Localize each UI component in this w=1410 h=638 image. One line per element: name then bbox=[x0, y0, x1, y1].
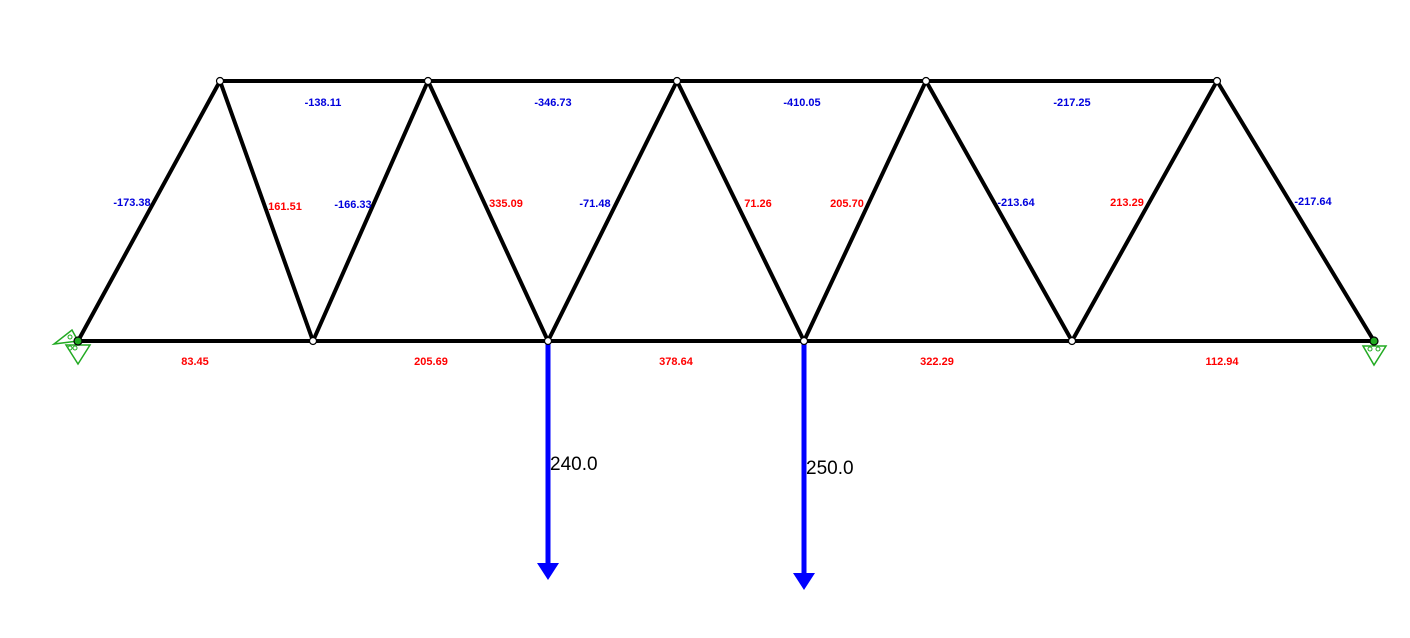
pinned-support-left bbox=[51, 328, 92, 366]
support-triangle-icon bbox=[1361, 345, 1388, 367]
member-force-label: 378.64 bbox=[659, 356, 694, 368]
member-force-label: 83.45 bbox=[181, 356, 209, 368]
support-roller-dot bbox=[72, 345, 78, 351]
arrow-down-icon bbox=[793, 573, 815, 590]
applied-loads bbox=[537, 343, 815, 590]
truss-node bbox=[1212, 76, 1222, 86]
truss-member bbox=[675, 79, 806, 343]
load-arrow bbox=[537, 343, 559, 580]
truss-member bbox=[218, 79, 315, 343]
truss-node bbox=[215, 76, 225, 86]
truss-node bbox=[543, 336, 553, 346]
load-arrow bbox=[793, 343, 815, 590]
support-roller-dot bbox=[67, 345, 73, 351]
supports bbox=[51, 328, 1388, 367]
truss-nodes bbox=[73, 76, 1379, 346]
truss-member bbox=[311, 79, 430, 343]
member-force-label: 335.09 bbox=[489, 198, 523, 210]
member-force-label: -166.33 bbox=[334, 199, 371, 211]
support-node bbox=[1369, 336, 1379, 346]
load-value-labels: 240.0 250.0 bbox=[550, 454, 854, 479]
member-force-label: 322.29 bbox=[920, 356, 954, 368]
member-force-label: 213.29 bbox=[1110, 197, 1144, 209]
truss-member bbox=[1215, 79, 1376, 343]
roller-support-right bbox=[1361, 345, 1388, 367]
support-roller-dot bbox=[1375, 346, 1381, 352]
member-force-label: 161.51 bbox=[268, 201, 302, 213]
support-node bbox=[73, 336, 83, 346]
arrow-down-icon bbox=[537, 563, 559, 580]
truss-node bbox=[423, 76, 433, 86]
truss-member bbox=[426, 79, 550, 343]
truss-member bbox=[1070, 79, 1219, 343]
member-force-label: -173.38 bbox=[113, 197, 150, 209]
truss-member bbox=[924, 79, 1074, 343]
member-force-labels: -173.38 161.51 -166.33 335.09 -71.48 71.26 205… bbox=[113, 97, 1332, 368]
truss-node bbox=[1067, 336, 1077, 346]
truss-node bbox=[921, 76, 931, 86]
truss-node bbox=[799, 336, 809, 346]
member-force-label: 205.70 bbox=[830, 198, 864, 210]
member-force-label: -217.64 bbox=[1294, 196, 1332, 208]
truss-node bbox=[672, 76, 682, 86]
member-force-label: -213.64 bbox=[997, 197, 1035, 209]
support-roller-dot bbox=[67, 334, 73, 340]
truss-members bbox=[76, 79, 1376, 343]
support-triangle-icon bbox=[64, 344, 92, 366]
load-value-label: 240.0 bbox=[550, 454, 598, 475]
member-force-label: 112.94 bbox=[1205, 356, 1239, 368]
member-force-label: 71.26 bbox=[744, 198, 772, 210]
truss-member bbox=[76, 79, 222, 343]
member-force-label: 205.69 bbox=[414, 356, 448, 368]
member-force-label: -346.73 bbox=[534, 97, 571, 109]
member-force-label: -410.05 bbox=[783, 97, 820, 109]
support-roller-dot bbox=[1367, 346, 1373, 352]
truss-node bbox=[308, 336, 318, 346]
load-value-label: 250.0 bbox=[806, 458, 854, 479]
pinned-support-icon bbox=[51, 328, 80, 346]
member-force-label: -138.11 bbox=[305, 97, 342, 109]
truss-member bbox=[546, 79, 679, 343]
member-force-label: -71.48 bbox=[579, 198, 610, 210]
member-force-label: -217.25 bbox=[1053, 97, 1090, 109]
truss-member bbox=[802, 79, 928, 343]
